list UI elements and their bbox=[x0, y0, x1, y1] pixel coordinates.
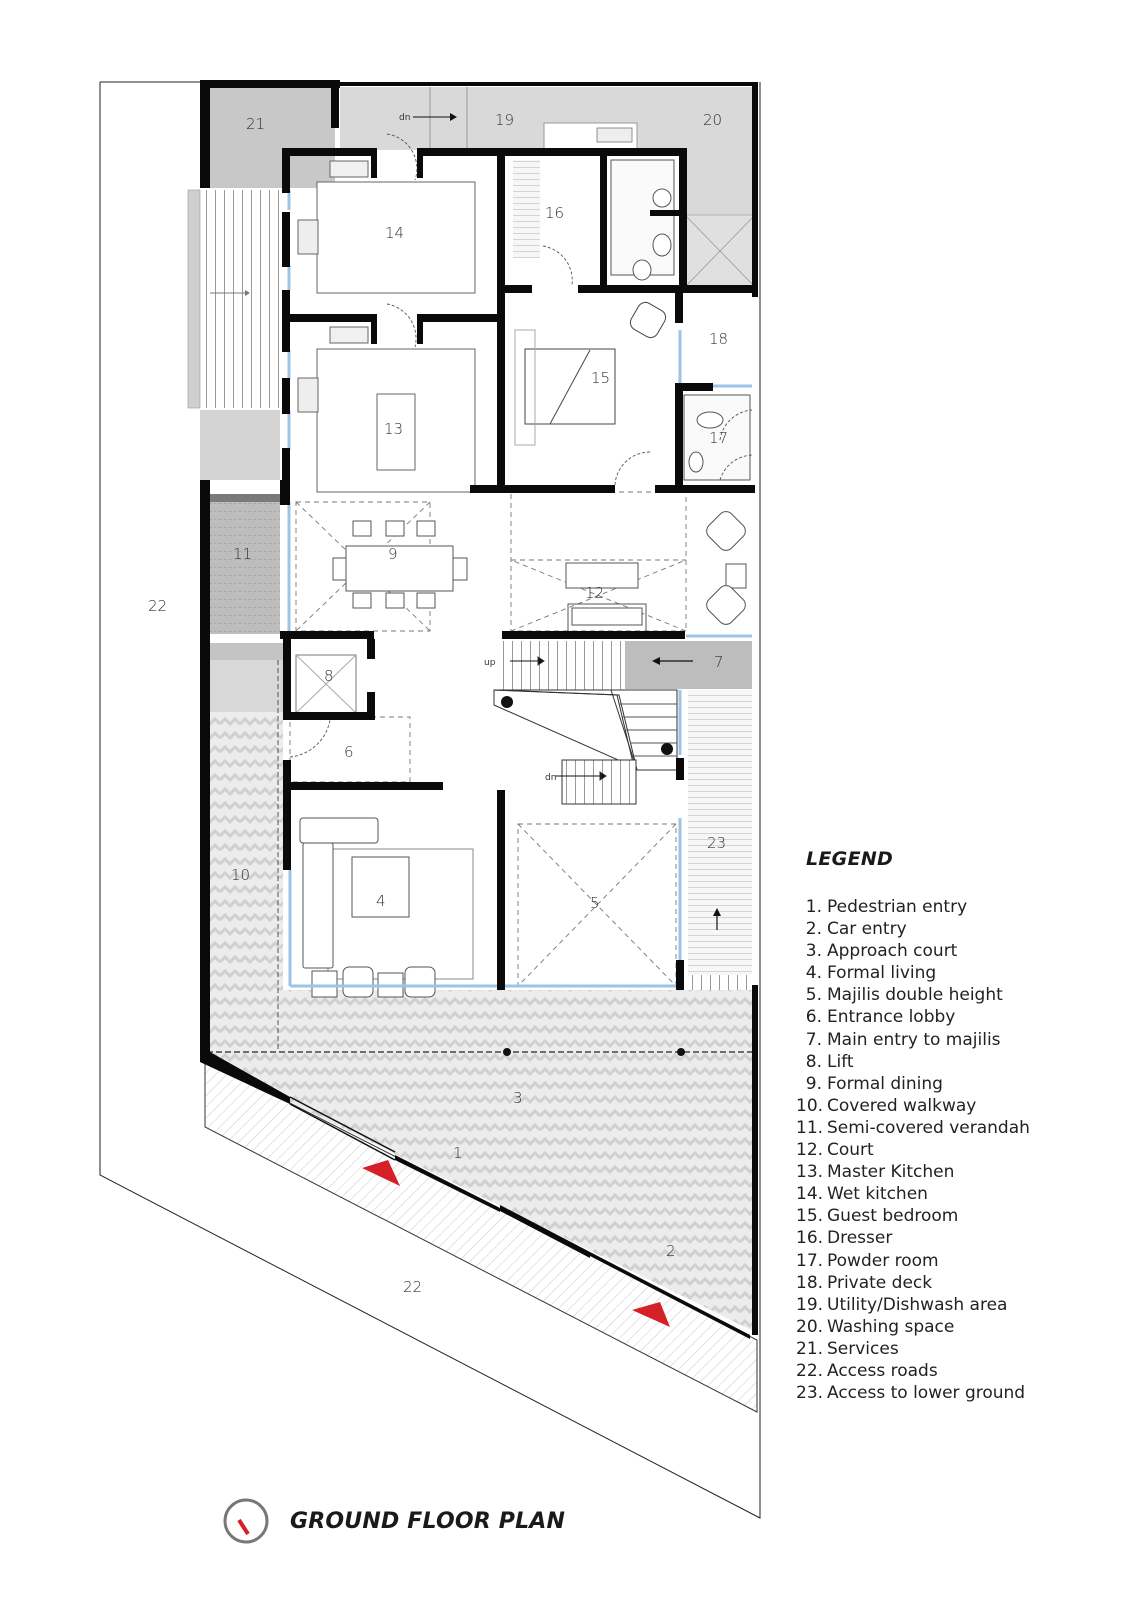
label-main-entry-majilis: 7 bbox=[714, 653, 724, 671]
legend-item: 7.Main entry to majilis bbox=[805, 1029, 1001, 1050]
label-services: 21 bbox=[246, 115, 265, 133]
column bbox=[661, 743, 673, 755]
staircase bbox=[493, 641, 678, 805]
legend-item: 11.Semi-covered verandah bbox=[796, 1117, 1030, 1138]
covered-walkway-paving bbox=[210, 712, 283, 992]
ramp-lower-ground bbox=[688, 690, 752, 975]
entry-gates bbox=[289, 1096, 396, 1161]
legend-item: 19.Utility/Dishwash area bbox=[796, 1294, 1008, 1315]
walls bbox=[200, 80, 758, 1339]
legend-item: 21.Services bbox=[796, 1338, 899, 1359]
label-access-road-front: 22 bbox=[403, 1278, 422, 1296]
legend-list: 1.Pedestrian entry 2.Car entry 3.Approac… bbox=[796, 896, 1096, 1404]
label-covered-walkway: 10 bbox=[231, 866, 250, 884]
plan-title: GROUND FLOOR PLAN bbox=[290, 1508, 566, 1534]
legend-item: 5.Majilis double height bbox=[805, 985, 1003, 1006]
kitchen-fixtures bbox=[297, 160, 540, 493]
label-court: 12 bbox=[585, 584, 604, 602]
court-furniture bbox=[565, 511, 747, 635]
label-majilis: 5 bbox=[590, 894, 600, 912]
legend-item: 15.Guest bedroom bbox=[796, 1206, 959, 1227]
bedroom-furniture bbox=[514, 301, 667, 446]
legend-item: 14.Wet kitchen bbox=[796, 1184, 928, 1205]
site-boundary bbox=[99, 81, 761, 1519]
legend-item: 22.Access roads bbox=[796, 1360, 938, 1381]
walkway-slab bbox=[210, 660, 283, 712]
verandah-area bbox=[210, 494, 280, 634]
label-lift: 8 bbox=[324, 667, 334, 685]
column bbox=[501, 696, 513, 708]
legend-item: 3.Approach court bbox=[805, 941, 958, 962]
label-powder-room: 17 bbox=[709, 429, 728, 447]
legend-item: 16.Dresser bbox=[796, 1228, 893, 1249]
side-deck bbox=[200, 190, 280, 408]
stair-dn-label: dn bbox=[545, 773, 556, 783]
legend-item: 23.Access to lower ground bbox=[796, 1383, 1026, 1404]
label-formal-living: 4 bbox=[376, 892, 386, 910]
legend-item: 10.Covered walkway bbox=[796, 1095, 977, 1116]
services-area bbox=[210, 88, 335, 188]
label-washing-space: 20 bbox=[703, 111, 722, 129]
legend-item: 17.Powder room bbox=[796, 1250, 939, 1271]
glazing bbox=[287, 190, 752, 988]
legend-item: 9.Formal dining bbox=[805, 1073, 943, 1094]
legend-title: LEGEND bbox=[806, 848, 894, 870]
label-access-road-left: 22 bbox=[148, 597, 167, 615]
legend-item: 4.Formal living bbox=[805, 963, 937, 984]
label-wet-kitchen: 14 bbox=[385, 224, 404, 242]
label-lower-ground-access: 23 bbox=[707, 834, 726, 852]
label-verandah: 11 bbox=[233, 545, 252, 563]
column bbox=[503, 1048, 511, 1056]
room-labels: 22 22 1 2 3 4 5 6 7 8 9 10 11 12 13 14 1… bbox=[148, 111, 728, 1296]
column bbox=[677, 1048, 685, 1056]
approach-court-paving bbox=[205, 990, 757, 1333]
legend-item: 13.Master Kitchen bbox=[796, 1162, 955, 1183]
legend-item: 8.Lift bbox=[805, 1051, 854, 1072]
legend-item: 20.Washing space bbox=[796, 1316, 955, 1337]
stair-up-label: up bbox=[484, 658, 496, 668]
label-formal-dining: 9 bbox=[388, 545, 398, 563]
label-approach-court: 3 bbox=[513, 1089, 523, 1107]
legend-item: 2.Car entry bbox=[805, 919, 907, 940]
legend-item: 1.Pedestrian entry bbox=[805, 897, 968, 917]
legend: LEGEND 1.Pedestrian entry 2.Car entry 3.… bbox=[796, 848, 1096, 1404]
living-furniture bbox=[299, 817, 474, 998]
label-car-entry: 2 bbox=[666, 1242, 676, 1260]
label-dresser: 16 bbox=[545, 204, 564, 222]
label-master-kitchen: 13 bbox=[384, 420, 403, 438]
dining-table bbox=[332, 520, 468, 609]
plan-title-block: GROUND FLOOR PLAN bbox=[222, 1497, 565, 1545]
walkway-step bbox=[210, 643, 283, 660]
legend-item: 12.Court bbox=[796, 1140, 874, 1161]
label-utility: 19 bbox=[495, 111, 514, 129]
label-private-deck: 18 bbox=[709, 330, 728, 348]
label-pedestrian-entry: 1 bbox=[453, 1144, 463, 1162]
label-guest-bedroom: 15 bbox=[591, 369, 610, 387]
legend-item: 18.Private deck bbox=[796, 1272, 933, 1293]
bath-fixtures bbox=[610, 159, 751, 481]
main-entry-majilis bbox=[625, 641, 752, 689]
car-entry-arrow-icon bbox=[632, 1302, 670, 1327]
stair-dn-label: dn bbox=[399, 113, 410, 123]
north-arrow-icon bbox=[223, 1498, 269, 1544]
label-entrance-lobby: 6 bbox=[344, 743, 354, 761]
pedestrian-entry-arrow-icon bbox=[362, 1160, 400, 1186]
legend-item: 6.Entrance lobby bbox=[805, 1007, 956, 1028]
door-swings bbox=[289, 133, 753, 758]
